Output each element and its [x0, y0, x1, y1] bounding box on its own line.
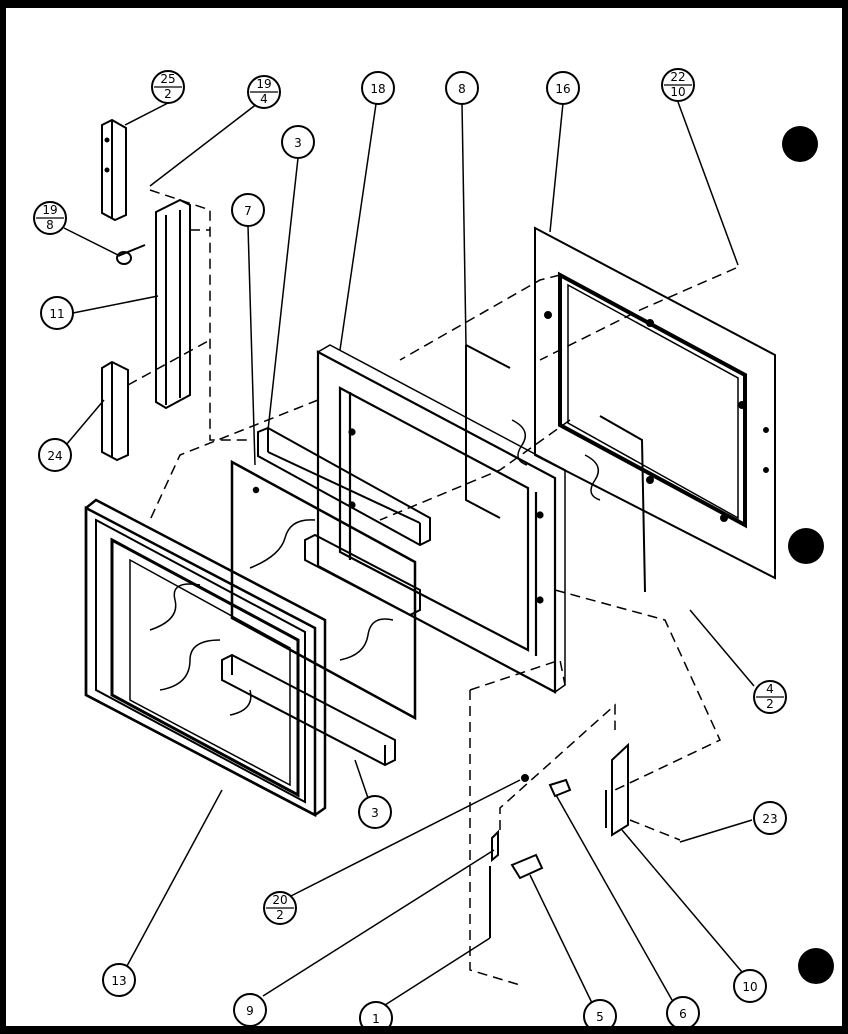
callout-4-2-num: 4 — [766, 682, 774, 696]
callout-8-label: 8 — [458, 82, 466, 96]
callout-3-upper-label: 3 — [294, 136, 302, 150]
part-16-door-panel — [534, 226, 776, 580]
callout-3-upper: 3 — [281, 125, 315, 159]
callout-9-label: 9 — [246, 1004, 254, 1018]
callout-25: 25 2 — [151, 70, 185, 104]
callout-20-2: 20 2 — [263, 891, 297, 925]
callout-6: 6 — [666, 996, 700, 1026]
callout-23-label: 23 — [762, 812, 777, 826]
callout-19-8-den: 8 — [46, 218, 54, 232]
callout-13: 13 — [102, 963, 136, 997]
callout-22-10: 22 10 — [661, 68, 695, 102]
part-7-inner-glass — [230, 459, 417, 721]
callout-25-num: 25 — [160, 72, 175, 86]
callout-13-label: 13 — [111, 974, 126, 988]
callout-5-label: 5 — [596, 1010, 604, 1024]
callout-18: 18 — [361, 71, 395, 105]
callout-3-lower: 3 — [358, 795, 392, 829]
callout-20-2-num: 20 — [272, 893, 287, 907]
leader-lines — [63, 99, 755, 1006]
part-18-inner-frame — [316, 344, 566, 694]
punch-hole-bottom — [798, 948, 834, 984]
callout-22-10-num: 22 — [670, 70, 685, 84]
callout-3-lower-label: 3 — [371, 806, 379, 820]
callout-10-label: 10 — [742, 980, 757, 994]
callout-19-8-num: 19 — [42, 203, 57, 217]
callout-9: 9 — [233, 993, 267, 1026]
spacer-bar-center — [304, 533, 421, 617]
callout-22-10-den: 10 — [670, 85, 685, 99]
latch-assembly — [489, 742, 629, 938]
part-24-hinge-block-bottom — [101, 360, 129, 462]
assembly-guide-lines — [127, 189, 737, 986]
part-8-screen-sheet — [465, 344, 646, 593]
callout-19-8: 19 8 — [33, 201, 67, 235]
callout-24-label: 24 — [47, 449, 62, 463]
parts-sheet: 25 2 19 4 18 8 16 22 10 3 7 19 8 1 — [6, 8, 842, 1026]
callout-7-label: 7 — [244, 204, 252, 218]
part-19-screw — [116, 244, 146, 265]
callout-1-label: 1 — [372, 1012, 380, 1026]
part-11-hinge-bracket — [155, 198, 191, 410]
callout-4-2: 4 2 — [753, 680, 787, 714]
callout-16-label: 16 — [555, 82, 570, 96]
callout-7: 7 — [231, 193, 265, 227]
callout-4-2-den: 2 — [766, 697, 774, 711]
callout-23: 23 — [753, 801, 787, 835]
punch-hole-middle — [788, 528, 824, 564]
callout-8: 8 — [445, 71, 479, 105]
exploded-parts-diagram: 25 2 19 4 18 8 16 22 10 3 7 19 8 1 — [33, 68, 834, 1026]
callout-19-4: 19 4 — [247, 75, 281, 109]
callout-16: 16 — [546, 71, 580, 105]
callout-18-label: 18 — [370, 82, 385, 96]
part-3-spacer-bar-lower — [221, 653, 396, 767]
callout-19-4-den: 4 — [260, 92, 268, 106]
callout-10: 10 — [733, 969, 767, 1003]
part-25-hinge-block-top — [101, 118, 127, 222]
callout-25-den: 2 — [164, 87, 172, 101]
callout-11: 11 — [40, 296, 74, 330]
callout-19-4-num: 19 — [256, 77, 271, 91]
callout-11-label: 11 — [49, 307, 64, 321]
callout-6-label: 6 — [679, 1007, 687, 1021]
callout-5: 5 — [583, 999, 617, 1026]
part-3-spacer-bar-upper — [257, 426, 431, 547]
punch-hole-top — [782, 126, 818, 162]
callout-1: 1 — [359, 1001, 393, 1026]
callout-24: 24 — [38, 438, 72, 472]
part-13-front-frame — [84, 498, 327, 818]
callout-20-2-den: 2 — [276, 908, 284, 922]
